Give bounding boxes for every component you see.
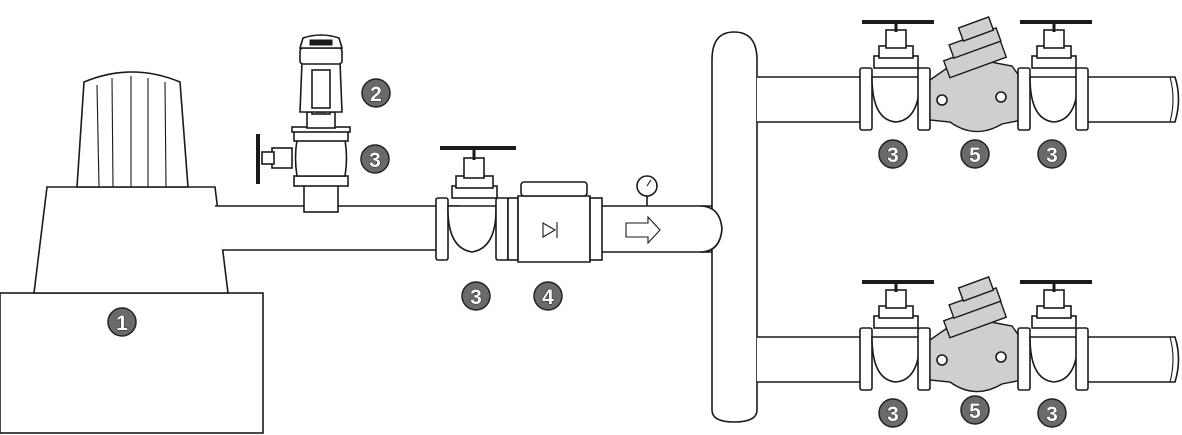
- svg-text:2: 2: [370, 83, 382, 106]
- label-5-lower: 5: [960, 395, 990, 425]
- upper-branch: [757, 16, 1180, 133]
- label-3-upper-right: 3: [1037, 139, 1067, 169]
- svg-text:5: 5: [969, 144, 981, 167]
- label-5-upper: 5: [960, 139, 990, 169]
- pump-assembly: [0, 71, 264, 434]
- svg-text:5: 5: [969, 400, 981, 423]
- svg-text:3: 3: [1046, 403, 1058, 426]
- motor-cover: [76, 71, 189, 188]
- pressure-gauge-icon: [636, 175, 658, 206]
- manifold-header: [699, 31, 758, 423]
- branch-riser: [256, 34, 351, 213]
- svg-text:3: 3: [369, 149, 381, 172]
- label-3-lower-left: 3: [878, 398, 908, 428]
- flow-direction-triangle-icon: [542, 222, 557, 238]
- svg-text:3: 3: [887, 403, 899, 426]
- pump-housing: [33, 186, 229, 294]
- svg-text:3: 3: [470, 286, 482, 309]
- svg-text:3: 3: [887, 144, 899, 167]
- label-1: 1: [107, 307, 137, 337]
- lower-branch: [757, 276, 1180, 393]
- label-3-riser: 3: [360, 144, 390, 174]
- label-4: 4: [533, 281, 563, 311]
- gate-valve-main: [435, 146, 516, 261]
- label-3-lower-right: 3: [1037, 398, 1067, 428]
- svg-text:3: 3: [1046, 144, 1058, 167]
- label-3-upper-left: 3: [878, 139, 908, 169]
- label-2: 2: [361, 78, 391, 108]
- label-3-main: 3: [461, 281, 491, 311]
- svg-text:4: 4: [542, 286, 554, 309]
- flow-arrow-icon: [625, 215, 661, 245]
- flow-meter: [507, 181, 603, 263]
- svg-text:1: 1: [116, 312, 128, 335]
